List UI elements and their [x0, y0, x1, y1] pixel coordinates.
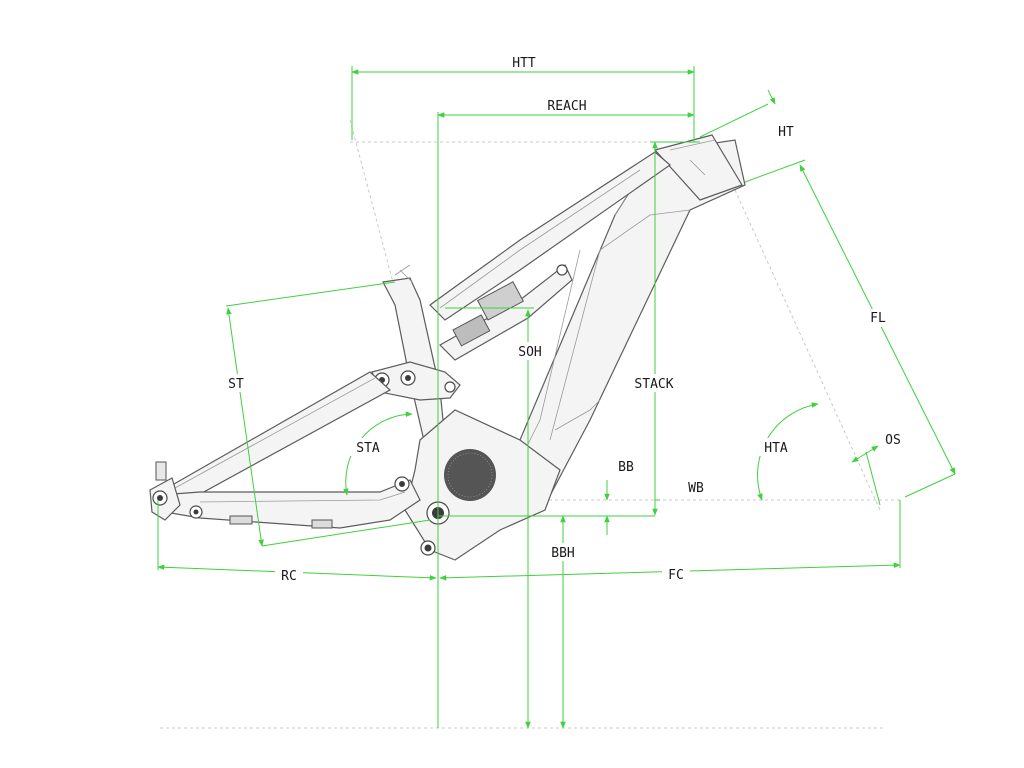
st-dimension-line: [226, 307, 264, 547]
bike-frame: [149, 134, 746, 561]
motor-cover: [444, 449, 496, 501]
ht-extension-line: [699, 103, 769, 138]
label-htt: HTT: [512, 56, 536, 71]
label-os: OS: [885, 433, 901, 448]
label-bbh: BBH: [551, 546, 574, 561]
dimension-labels: HTT REACH HT FL ST SOH STACK STA HTA OS …: [222, 53, 907, 584]
label-stack: STACK: [634, 377, 673, 392]
label-hta: HTA: [764, 441, 788, 456]
label-rc: RC: [281, 569, 297, 584]
label-st: ST: [228, 377, 244, 392]
label-wb: WB: [688, 481, 704, 496]
os-dimension-line: [851, 445, 879, 463]
label-ht: HT: [778, 125, 794, 140]
label-soh: SOH: [518, 345, 541, 360]
label-fl: FL: [870, 311, 886, 326]
label-bb: BB: [618, 460, 634, 475]
head-tube: [653, 134, 743, 201]
top-tube: [429, 151, 671, 321]
label-fc: FC: [668, 568, 684, 583]
label-sta: STA: [356, 441, 380, 456]
label-reach: REACH: [547, 99, 586, 114]
